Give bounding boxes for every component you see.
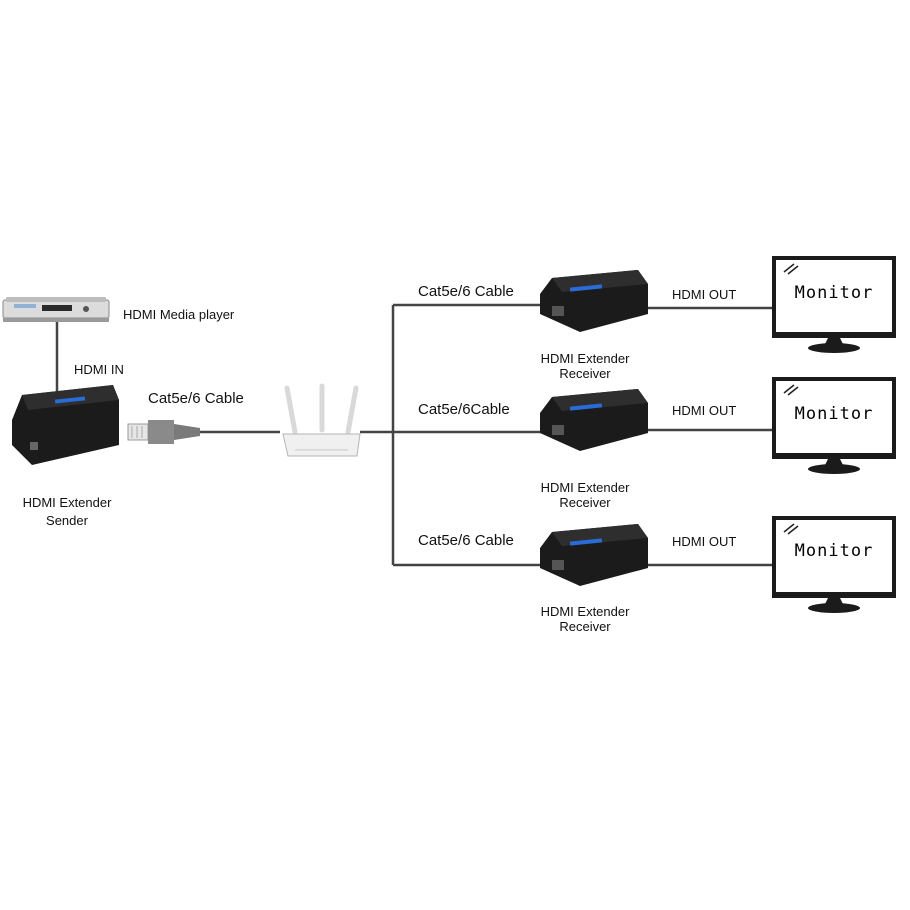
monitor-label: Monitor	[795, 541, 874, 561]
sender-label-line1: HDMI Extender	[22, 495, 112, 510]
branch-cable-label: Cat5e/6 Cable	[418, 283, 514, 300]
sender-label-line2: Sender	[46, 513, 88, 528]
receiver-label: HDMI Extender Receiver	[528, 351, 642, 381]
cable-label: Cat5e/6 Cable	[148, 390, 244, 407]
receiver-label-line1: HDMI Extender	[540, 480, 630, 495]
receiver-label-line2: Receiver	[559, 495, 611, 510]
receiver-device-icon	[540, 524, 648, 586]
receiver-label-line2: Receiver	[559, 619, 611, 634]
media-player-icon	[2, 297, 110, 322]
monitor-icon: Monitor	[772, 256, 896, 353]
receiver-label-line1: HDMI Extender	[540, 604, 630, 619]
hdmi-out-label: HDMI OUT	[672, 287, 737, 302]
monitor-label: Monitor	[795, 283, 874, 303]
hdmi-out-label: HDMI OUT	[672, 534, 737, 549]
receiver-label: HDMI Extender Receiver	[528, 480, 642, 510]
sender-device-icon	[12, 385, 119, 465]
receiver-label: HDMI Extender Receiver	[528, 604, 642, 634]
monitor-icon: Monitor	[772, 377, 896, 474]
monitor-icon: Monitor	[772, 516, 896, 613]
branch-cable-label: Cat5e/6Cable	[418, 401, 510, 418]
rj45-plug-icon	[127, 420, 200, 444]
receiver-device-icon	[540, 389, 648, 451]
receiver-label-line2: Receiver	[559, 366, 611, 381]
connection-lines	[55, 303, 773, 567]
hdmi-out-label: HDMI OUT	[672, 403, 737, 418]
branch-cable-label: Cat5e/6 Cable	[418, 532, 514, 549]
receiver-label-line1: HDMI Extender	[540, 351, 630, 366]
monitor-label: Monitor	[795, 404, 874, 424]
receiver-device-icon	[540, 270, 648, 332]
router-icon	[282, 383, 361, 457]
media-player-label: HDMI Media player	[123, 307, 235, 322]
sender-label: HDMI Extender Sender	[8, 495, 126, 528]
hdmi-in-label: HDMI IN	[74, 362, 124, 377]
